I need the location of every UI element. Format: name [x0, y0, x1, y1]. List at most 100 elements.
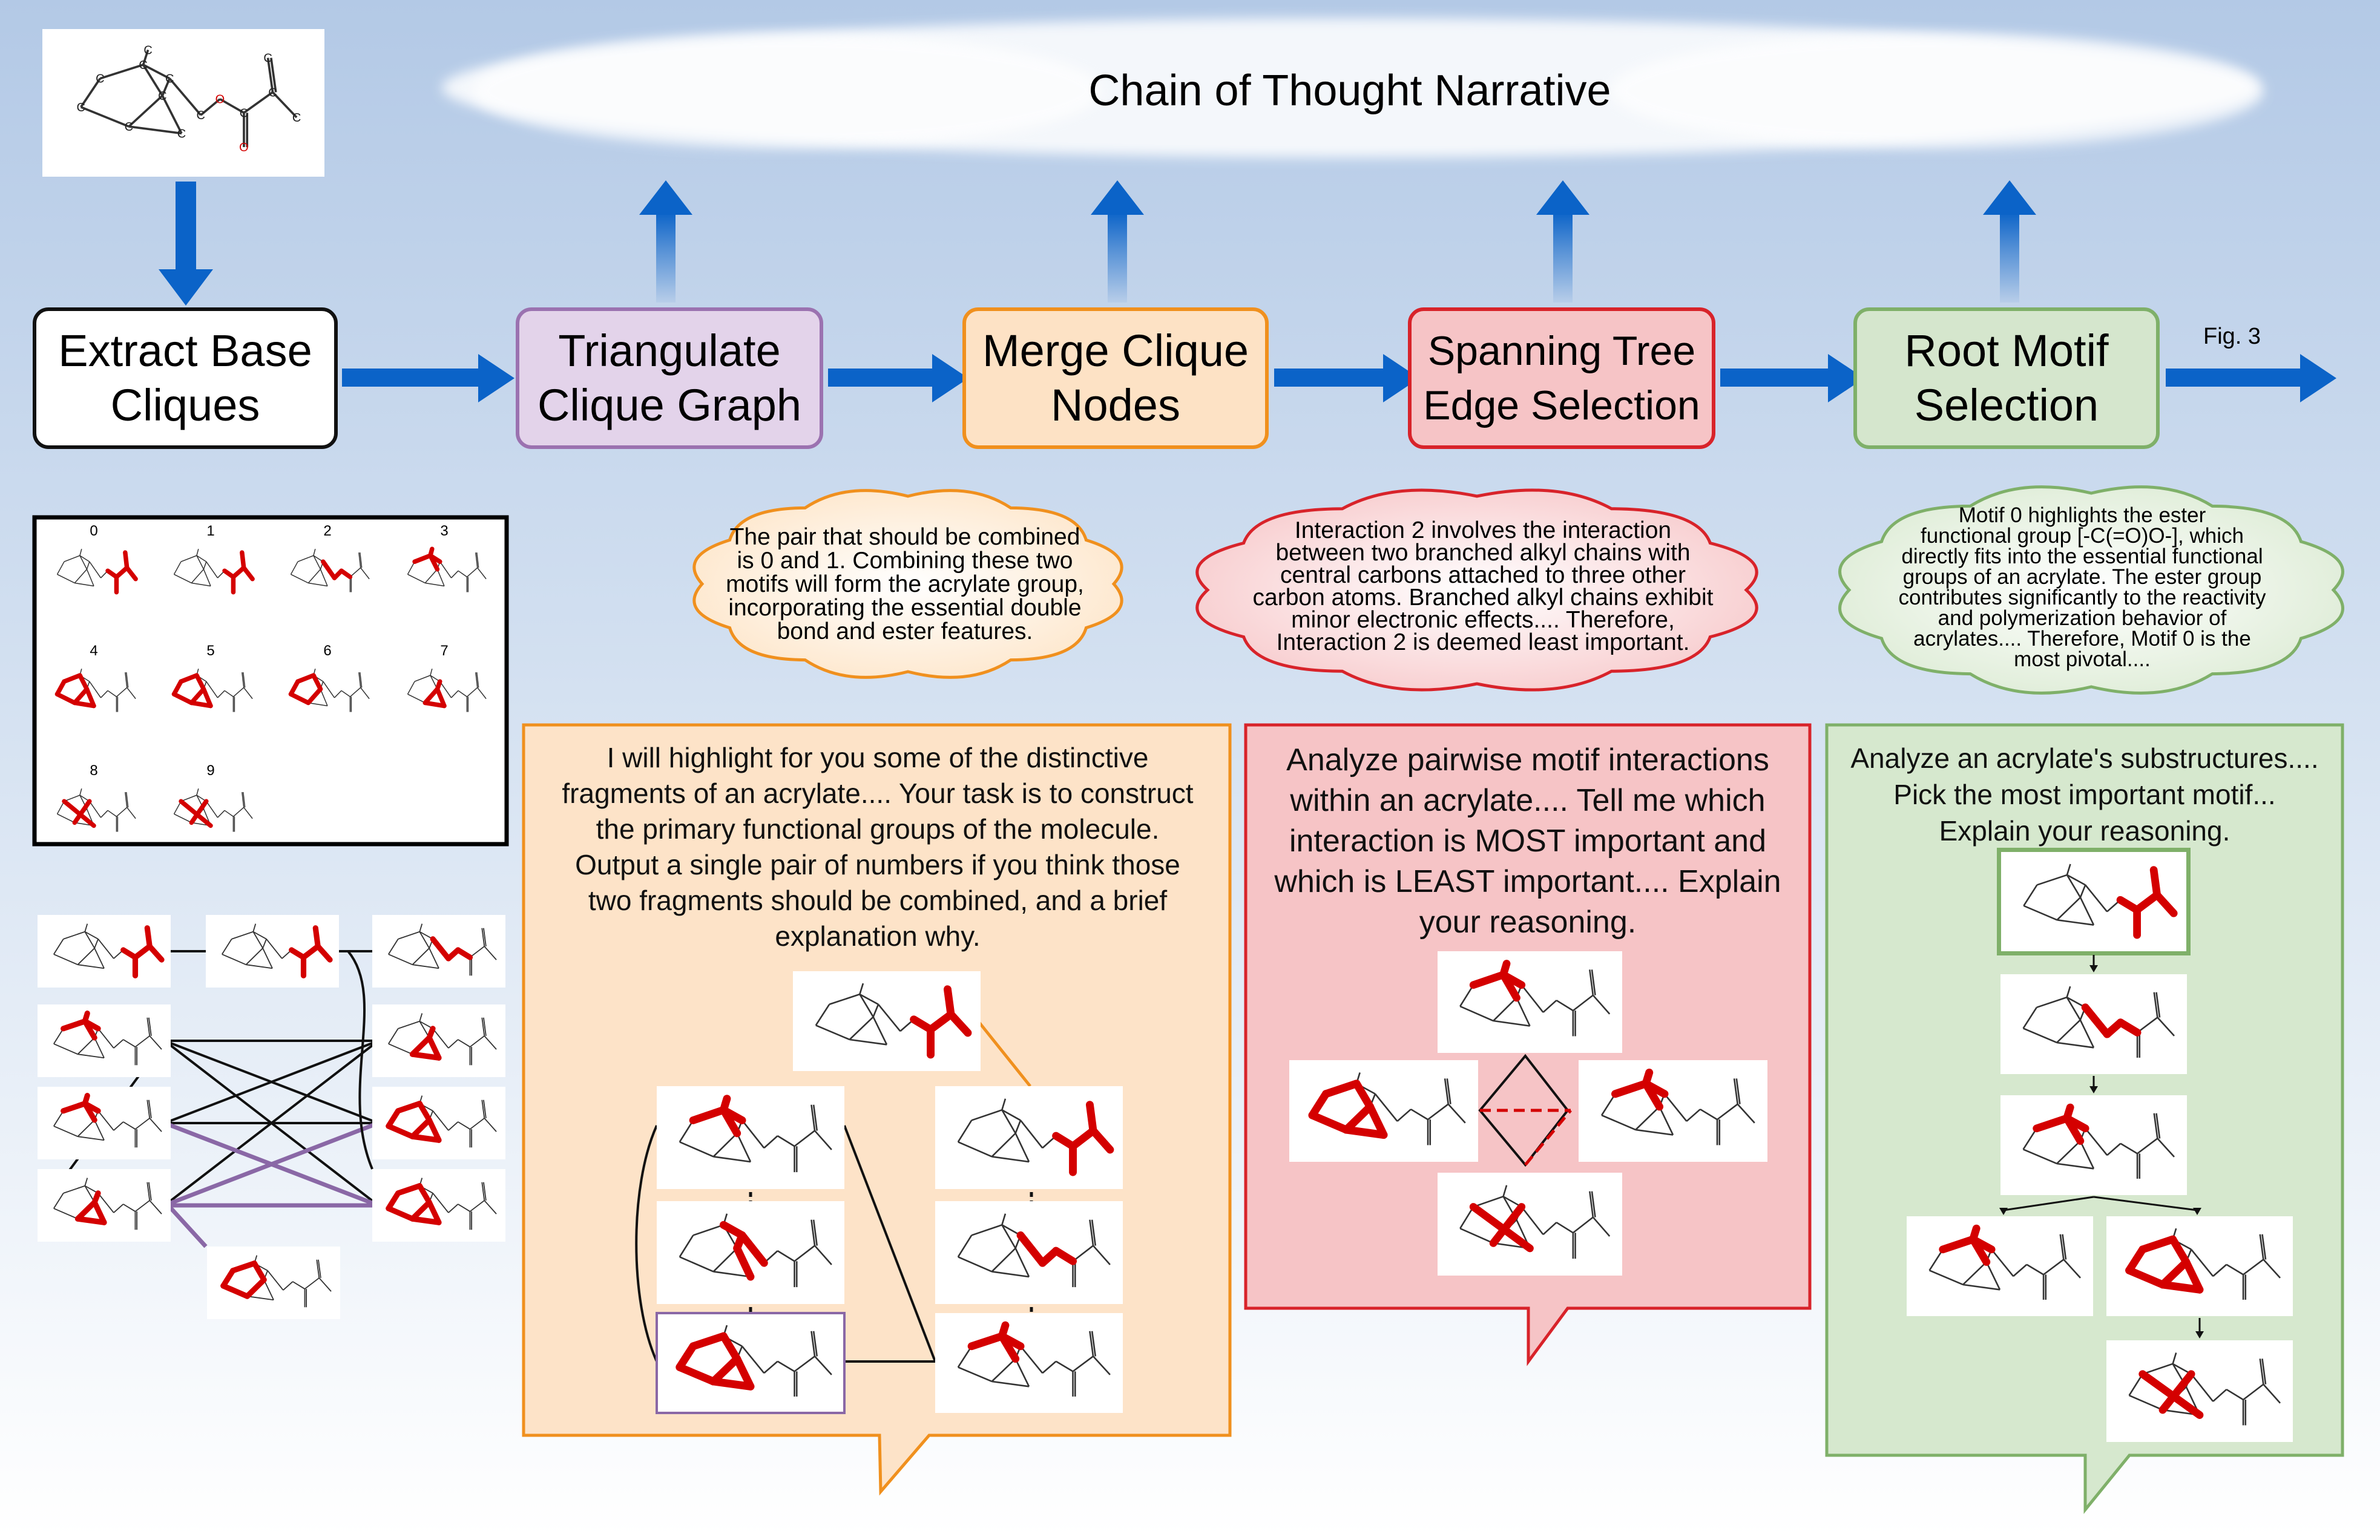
bond-line — [763, 1360, 778, 1374]
carbon-label: C — [292, 111, 301, 125]
highlight-bond — [288, 679, 300, 696]
bond-line — [475, 552, 478, 568]
bond-line — [439, 681, 452, 698]
highlight-bond — [74, 1216, 107, 1225]
highlight-bond — [409, 1117, 432, 1139]
clique-index-label: 3 — [440, 523, 448, 539]
clique-index-label: 2 — [323, 523, 331, 539]
tree-arrow-head — [1999, 1208, 2008, 1215]
highlight-bond — [241, 565, 255, 582]
molecule-background — [396, 542, 493, 602]
molecule-background — [396, 661, 493, 722]
bond-line — [469, 1118, 485, 1130]
bond-line — [231, 931, 254, 940]
tree-arrow — [2089, 955, 2098, 972]
root-motif-molecule — [2001, 852, 2186, 951]
bond-line — [320, 689, 328, 706]
highlight-bond — [455, 947, 473, 960]
clique-thumbnail — [396, 542, 493, 602]
spanning-tree-diagram — [1289, 951, 1767, 1276]
bond-line — [341, 690, 350, 698]
highlight-bond — [395, 1183, 422, 1196]
bond-line — [1014, 1358, 1030, 1387]
bond-line — [53, 1110, 64, 1127]
root-cloud-text: Motif 0 highlights the ester functional … — [1840, 505, 2324, 669]
bond-line — [1717, 1103, 1738, 1121]
molecule-background — [2000, 974, 2187, 1074]
bond-line — [469, 1035, 485, 1047]
bond-line — [224, 810, 234, 818]
bond-line — [419, 1013, 423, 1022]
bond-line — [466, 687, 478, 697]
step-label-line2: Clique Graph — [537, 380, 801, 430]
bond-line — [64, 555, 81, 562]
bond-line — [475, 672, 478, 688]
highlight-bond — [189, 700, 213, 709]
bond-line — [320, 569, 328, 586]
bond-line — [2079, 1141, 2095, 1169]
highlight-bond — [2158, 1258, 2191, 1289]
bond-line — [97, 1193, 114, 1213]
bond-line — [123, 1121, 136, 1130]
bond-line — [1396, 1109, 1412, 1122]
up-arrow-shaft — [1553, 212, 1573, 303]
molecule-background — [162, 781, 259, 842]
highlight-bond — [1016, 1231, 1047, 1267]
bond-line — [859, 983, 864, 995]
highlight-bond — [416, 1101, 432, 1123]
bond-line — [450, 690, 459, 698]
right-arrow-shaft — [342, 369, 478, 387]
bond-line — [360, 687, 370, 700]
graph-edge — [164, 1040, 379, 1124]
bond-line — [398, 1020, 420, 1029]
up-arrow — [639, 180, 692, 303]
bond-line — [958, 1256, 993, 1273]
cloud-shape — [1838, 485, 2344, 695]
molecule-background — [1289, 1060, 1478, 1162]
right-arrow-head — [2300, 354, 2336, 402]
bond-line — [53, 1126, 78, 1138]
bond-line — [436, 569, 445, 586]
bond-line — [814, 1355, 832, 1375]
bond-line — [2066, 997, 2081, 1021]
bond-line — [407, 693, 426, 704]
bond-line — [2243, 1383, 2264, 1401]
bond-line — [292, 1281, 305, 1289]
clique-index-label: 5 — [206, 643, 214, 659]
highlight-bond — [430, 936, 452, 962]
bond-line — [407, 574, 426, 584]
carbon-label: C — [196, 109, 205, 122]
bond-line — [1985, 1262, 2001, 1290]
bond-line — [476, 552, 479, 568]
molecule-background — [279, 661, 376, 722]
bond-line — [2036, 874, 2068, 886]
bond-line — [2079, 884, 2086, 898]
molecule-background — [1579, 1060, 1767, 1162]
tree-arrow — [2093, 1196, 2201, 1215]
bond-line — [219, 98, 245, 114]
highlight-bond — [416, 1183, 432, 1205]
bond-line — [134, 1200, 150, 1212]
bond-line — [1591, 1191, 1596, 1217]
right-arrow-shaft — [828, 369, 932, 387]
bond-line — [174, 574, 192, 584]
bond-line — [94, 1119, 105, 1141]
bond-line — [692, 1224, 724, 1236]
bond-line — [272, 91, 298, 119]
bond-line — [116, 807, 128, 817]
cloud-line: and polymerization behavior of — [1938, 606, 2227, 630]
bond-line — [812, 1219, 818, 1246]
highlight-bond — [189, 687, 206, 706]
right-arrow-head — [932, 354, 968, 402]
bond-line — [316, 1259, 320, 1279]
bond-line — [2063, 1259, 2082, 1279]
bond-line — [2263, 1259, 2281, 1279]
bond-line — [957, 1234, 973, 1257]
cloud-line: functional group [-C(=O)O-], which — [1921, 523, 2244, 548]
bond-line — [810, 1104, 816, 1131]
tree-arrow — [2195, 1318, 2204, 1338]
bond-line — [149, 1200, 162, 1214]
merge-edge — [635, 1125, 658, 1362]
